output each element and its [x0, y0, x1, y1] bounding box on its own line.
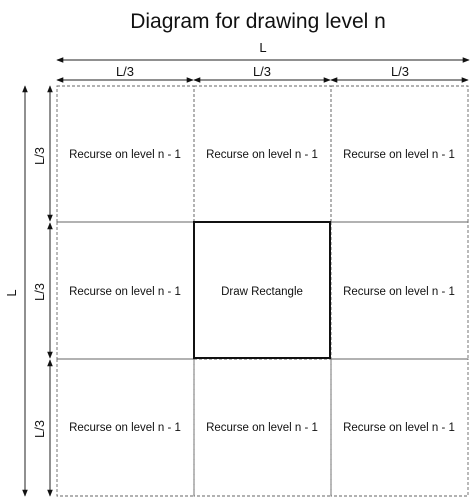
diagram-title: Diagram for drawing level n [130, 10, 386, 33]
total-height-label: L [4, 289, 19, 296]
center-cell-label: Draw Rectangle [221, 286, 303, 298]
cell-border [330, 221, 469, 360]
grid-cell-1-2: Recurse on level n - 1 [193, 85, 332, 223]
row-height-dimensions: L/3 L/3 L/3 [32, 85, 53, 497]
cell-border [330, 358, 469, 497]
column-2-width-label: L/3 [253, 64, 271, 79]
grid: Recurse on level n - 1 Recurse on level … [56, 85, 469, 497]
grid-cell-3-3: Recurse on level n - 1 [330, 358, 469, 497]
total-width-dimension: L [56, 40, 470, 63]
grid-cell-2-2-center: Draw Rectangle [193, 221, 331, 359]
cell-label: Recurse on level n - 1 [343, 422, 455, 434]
cell-label: Recurse on level n - 1 [343, 149, 455, 161]
cell-label: Recurse on level n - 1 [343, 286, 455, 298]
center-rectangle [193, 221, 331, 359]
cell-border [193, 358, 332, 497]
grid-cell-1-3: Recurse on level n - 1 [330, 85, 469, 223]
grid-cell-3-1: Recurse on level n - 1 [56, 358, 195, 497]
row-2-height-label: L/3 [32, 283, 47, 301]
grid-cell-2-3: Recurse on level n - 1 [330, 221, 469, 360]
column-3-width-label: L/3 [391, 64, 409, 79]
column-width-dimensions: L/3 L/3 L/3 [56, 64, 469, 83]
cell-border [56, 358, 195, 497]
cell-label: Recurse on level n - 1 [206, 149, 318, 161]
cell-label: Recurse on level n - 1 [69, 286, 181, 298]
column-1-width-label: L/3 [116, 64, 134, 79]
grid-cell-1-1: Recurse on level n - 1 [56, 85, 195, 223]
row-1-height-label: L/3 [32, 147, 47, 165]
grid-cell-3-2: Recurse on level n - 1 [193, 358, 332, 497]
cell-label: Recurse on level n - 1 [69, 149, 181, 161]
cell-label: Recurse on level n - 1 [69, 422, 181, 434]
cell-border [330, 85, 469, 223]
total-height-dimension: L [4, 85, 28, 497]
cell-label: Recurse on level n - 1 [206, 422, 318, 434]
row-3-height-label: L/3 [32, 420, 47, 438]
total-width-label: L [259, 40, 266, 55]
grid-cell-2-1: Recurse on level n - 1 [56, 221, 195, 360]
